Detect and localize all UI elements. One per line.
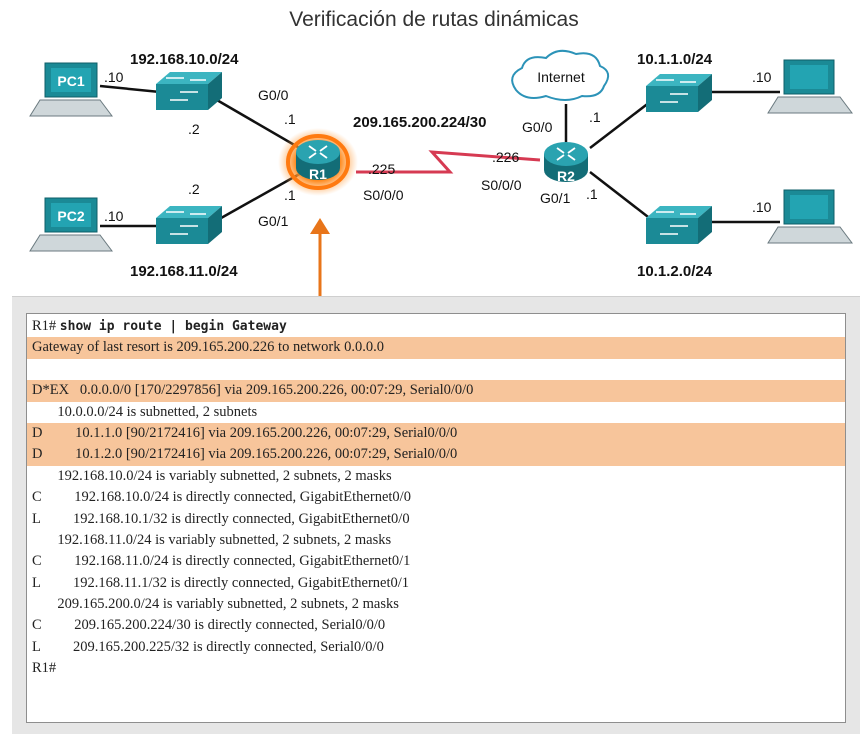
- route-line: R1#: [32, 660, 57, 677]
- route-line: C 192.168.10.0/24 is directly connected,…: [32, 489, 411, 506]
- r2-s000-label: S0/0/0: [481, 177, 522, 193]
- terminal-panel: R1# show ip route | begin Gateway Gatewa…: [12, 296, 860, 734]
- switch-4-icon: [646, 206, 712, 244]
- network-wan-label: 209.165.200.224/30: [353, 114, 486, 131]
- r2-g00-label: G0/0: [522, 119, 553, 135]
- route-line: D*EX 0.0.0.0/0 [170/2297856] via 209.165…: [27, 380, 845, 402]
- diagram-title: Verificación de rutas dinámicas: [289, 8, 578, 31]
- r1-g01-label: G0/1: [258, 213, 289, 229]
- network-rlan1-label: 10.1.1.0/24: [637, 51, 713, 68]
- route-line: L 192.168.11.1/32 is directly connected,…: [32, 574, 410, 591]
- cli-command: show ip route | begin Gateway: [59, 319, 287, 334]
- network-topology-diagram: Verificación de rutas dinámicas Internet…: [29, 8, 853, 296]
- pc1-label: PC1: [57, 73, 84, 89]
- r2-sw4-link: [589, 171, 653, 221]
- r1-g00-label: G0/0: [258, 87, 289, 103]
- r2-g01-ip-label: .1: [586, 186, 598, 202]
- router-r1-icon: R1: [278, 128, 358, 196]
- cli-prompt: R1#: [32, 318, 57, 334]
- r1-g00-ip-label: .1: [284, 111, 296, 127]
- pc1-host-label: .10: [104, 69, 124, 85]
- r1-label: R1: [309, 166, 327, 182]
- cli-output: R1# show ip route | begin Gateway Gatewa…: [26, 313, 846, 723]
- internet-cloud-icon: Internet: [511, 49, 610, 101]
- highlight-arrow: [310, 218, 330, 296]
- pc3-computer-icon: [767, 59, 853, 114]
- command-line: R1# show ip route | begin Gateway: [27, 316, 845, 337]
- r1-s000-label: S0/0/0: [363, 187, 404, 203]
- sw1-ip-label: .2: [188, 121, 200, 137]
- serial-link: [356, 150, 541, 174]
- r1-s000-ip-label: .225: [368, 161, 395, 177]
- pc3-host-label: .10: [752, 69, 772, 85]
- pc1-computer-icon: PC1: [29, 62, 113, 117]
- route-line: C 192.168.11.0/24 is directly connected,…: [32, 553, 411, 570]
- route-line: 209.165.200.0/24 is variably subnetted, …: [32, 596, 399, 613]
- pc2-computer-icon: PC2: [29, 197, 113, 252]
- r2-g01-label: G0/1: [540, 190, 571, 206]
- route-line: L 209.165.200.225/32 is directly connect…: [32, 638, 384, 655]
- network-lan1-label: 192.168.10.0/24: [130, 51, 239, 68]
- r2-sw3-link: [589, 101, 651, 149]
- pc2-label: PC2: [57, 208, 84, 224]
- switch-2-icon: [156, 206, 222, 244]
- r2-label: R2: [557, 168, 575, 184]
- route-line: Gateway of last resort is 209.165.200.22…: [27, 337, 845, 359]
- route-line: 10.0.0.0/24 is subnetted, 2 subnets: [32, 403, 258, 420]
- sw2-ip-label: .2: [188, 181, 200, 197]
- route-line: 192.168.10.0/24 is variably subnetted, 2…: [32, 467, 392, 484]
- r2-g00-ip-label: .1: [589, 109, 601, 125]
- switch-1-icon: [156, 72, 222, 110]
- route-line: C 209.165.200.224/30 is directly connect…: [32, 617, 386, 634]
- route-line: D 10.1.1.0 [90/2172416] via 209.165.200.…: [27, 422, 845, 445]
- route-line: [27, 359, 845, 380]
- network-lan2-label: 192.168.11.0/24: [130, 263, 238, 280]
- route-line: L 192.168.10.1/32 is directly connected,…: [32, 510, 410, 527]
- r2-s000-ip-label: .226: [492, 149, 519, 165]
- links: [99, 84, 780, 228]
- network-rlan2-label: 10.1.2.0/24: [637, 263, 713, 280]
- switch-3-icon: [646, 74, 712, 112]
- r1-g01-ip-label: .1: [284, 187, 296, 203]
- pc4-host-label: .10: [752, 199, 772, 215]
- pc4-computer-icon: [767, 189, 853, 244]
- route-line: D 10.1.2.0 [90/2172416] via 209.165.200.…: [27, 444, 845, 466]
- internet-label: Internet: [537, 69, 585, 85]
- pc2-host-label: .10: [104, 208, 124, 224]
- router-r2-icon: R2: [544, 142, 588, 184]
- pc1-sw1-link: [99, 84, 161, 94]
- route-line: 192.168.11.0/24 is variably subnetted, 2…: [32, 531, 392, 548]
